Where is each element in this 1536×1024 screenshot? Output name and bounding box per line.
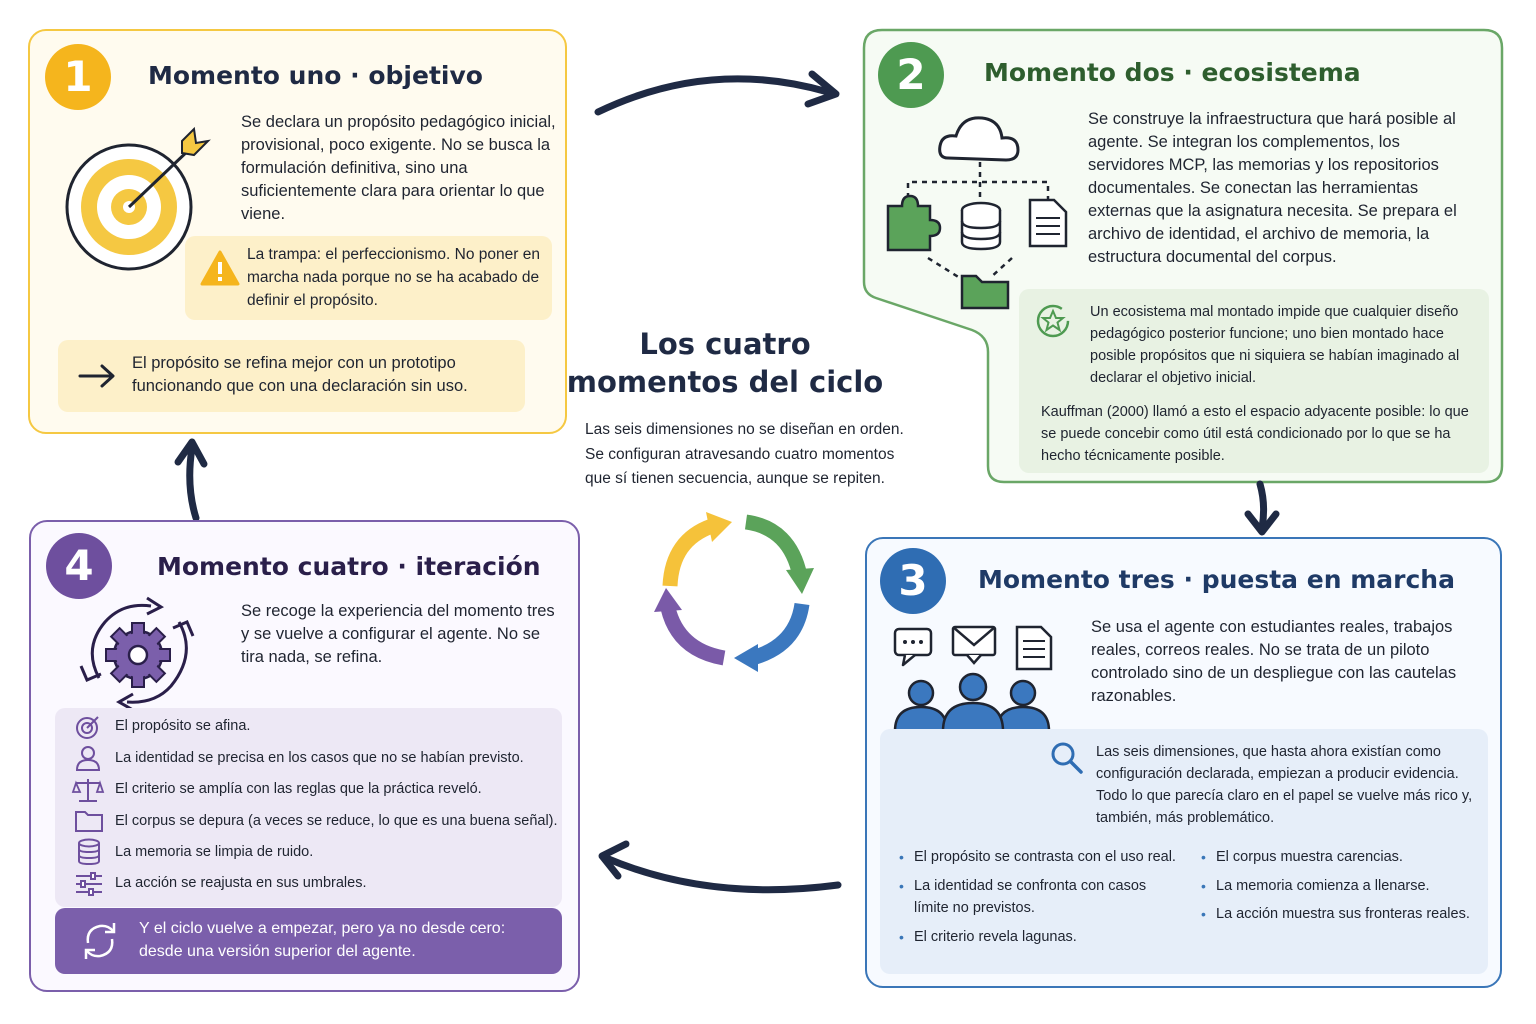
target-icon <box>65 126 211 271</box>
moment-4-title: Momento cuatro · iteración <box>157 552 541 581</box>
moment-2-number: 2 <box>878 42 944 108</box>
mail-icon <box>951 625 997 665</box>
moment-1-card: 1 Momento uno · objetivo Se declara un p… <box>28 29 567 434</box>
scale-icon <box>71 779 105 802</box>
cycle-icon <box>654 512 814 672</box>
star-badge-icon <box>1036 304 1070 338</box>
refresh-icon <box>84 923 116 959</box>
moment-3-number: 3 <box>880 548 946 614</box>
moment-3-bullet-left-3: El criterio revela lagunas. <box>899 926 1184 948</box>
ecosystem-icon <box>886 116 1068 310</box>
moment-1-tip-box: El propósito se refina mejor con un prot… <box>58 340 525 412</box>
moment-3-bullet-right-2: La memoria comienza a llenarse. <box>1201 875 1486 897</box>
document-icon <box>1028 198 1068 248</box>
moment-1-number: 1 <box>45 44 111 110</box>
moment-3-bullet-left-2: La identidad se confronta con casos lími… <box>899 875 1184 919</box>
moment-2-title: Momento dos · ecosistema <box>984 58 1361 87</box>
moment-2-body: Se construye la infraestructura que hará… <box>1088 110 1457 266</box>
moment-4-item-2: La identidad se precisa en los casos que… <box>115 750 524 766</box>
moment-1-body: Se declara un propósito pedagógico inici… <box>241 113 556 223</box>
moment-3-bullet-right-1: El corpus muestra carencias. <box>1201 846 1486 868</box>
moment-2-note-box: Un ecosistema mal montado impide que cua… <box>1019 289 1489 473</box>
moment-4-item-1: El propósito se afina. <box>115 718 251 734</box>
cloud-icon <box>938 116 1020 162</box>
moment-3-card: 3 Momento tres · puesta en marcha Se usa <box>865 537 1502 988</box>
sliders-icon <box>76 872 102 896</box>
diagram-title-line1: Los cuatro <box>639 327 811 361</box>
database-icon <box>960 201 1002 251</box>
moment-1-title: Momento uno · objetivo <box>148 61 483 90</box>
diagram-subtitle: Las seis dimensiones no se diseñan en or… <box>585 421 904 487</box>
person-icon <box>75 746 101 771</box>
chat-bubble-icon <box>893 627 933 667</box>
moment-4-item-3: El criterio se amplía con las reglas que… <box>115 781 482 797</box>
moment-1-warning-box: La trampa: el perfeccionismo. No poner e… <box>185 236 552 320</box>
database-icon <box>78 838 100 866</box>
arrow-right-icon <box>78 364 115 388</box>
moment-1-tip-text: El propósito se refina mejor con un prot… <box>132 354 468 395</box>
warning-icon <box>200 250 240 286</box>
moment-4-number: 4 <box>46 533 112 599</box>
document-icon <box>1015 625 1053 671</box>
moment-4-item-6: La acción se reajusta en sus umbrales. <box>115 875 367 891</box>
gear-cycle-icon <box>79 596 195 712</box>
target-icon <box>76 716 99 739</box>
puzzle-icon <box>886 194 942 252</box>
moment-2-note-text: Un ecosistema mal montado impide que cua… <box>1090 304 1460 386</box>
diagram-title: Los cuatro momentos del ciclo <box>560 325 890 401</box>
folder-icon <box>960 274 1010 310</box>
moment-3-note-text: Las seis dimensiones, que hasta ahora ex… <box>1096 744 1473 826</box>
folder-icon <box>75 811 103 832</box>
moment-3-body: Se usa el agente con estudiantes reales,… <box>1091 618 1457 705</box>
moment-4-body: Se recoge la experiencia del momento tre… <box>241 602 555 666</box>
moment-4-item-5: La memoria se limpia de ruido. <box>115 844 314 860</box>
moment-1-warning-text: La trampa: el perfeccionismo. No poner e… <box>247 246 540 309</box>
moment-4-card: 4 Momento cuatro · iteración Se recoge l… <box>29 520 580 992</box>
moment-4-footer-text: Y el ciclo vuelve a empezar, pero ya no … <box>139 920 506 960</box>
moment-3-bullet-right-3: La acción muestra sus fronteras reales. <box>1201 903 1486 925</box>
search-icon <box>1051 742 1083 774</box>
diagram-title-line2: momentos del ciclo <box>566 365 884 399</box>
moment-3-title: Momento tres · puesta en marcha <box>978 565 1455 594</box>
moment-4-item-4: El corpus se depura (a veces se reduce, … <box>115 813 558 829</box>
people-icon <box>893 672 1051 733</box>
moment-4-footer-box: Y el ciclo vuelve a empezar, pero ya no … <box>55 908 562 974</box>
moment-3-bullet-left-1: El propósito se contrasta con el uso rea… <box>899 846 1184 868</box>
moment-2-quote: Kauffman (2000) llamó a esto el espacio … <box>1041 404 1469 464</box>
moment-4-list-box <box>55 708 562 907</box>
moment-3-note-box: Las seis dimensiones, que hasta ahora ex… <box>880 729 1488 974</box>
